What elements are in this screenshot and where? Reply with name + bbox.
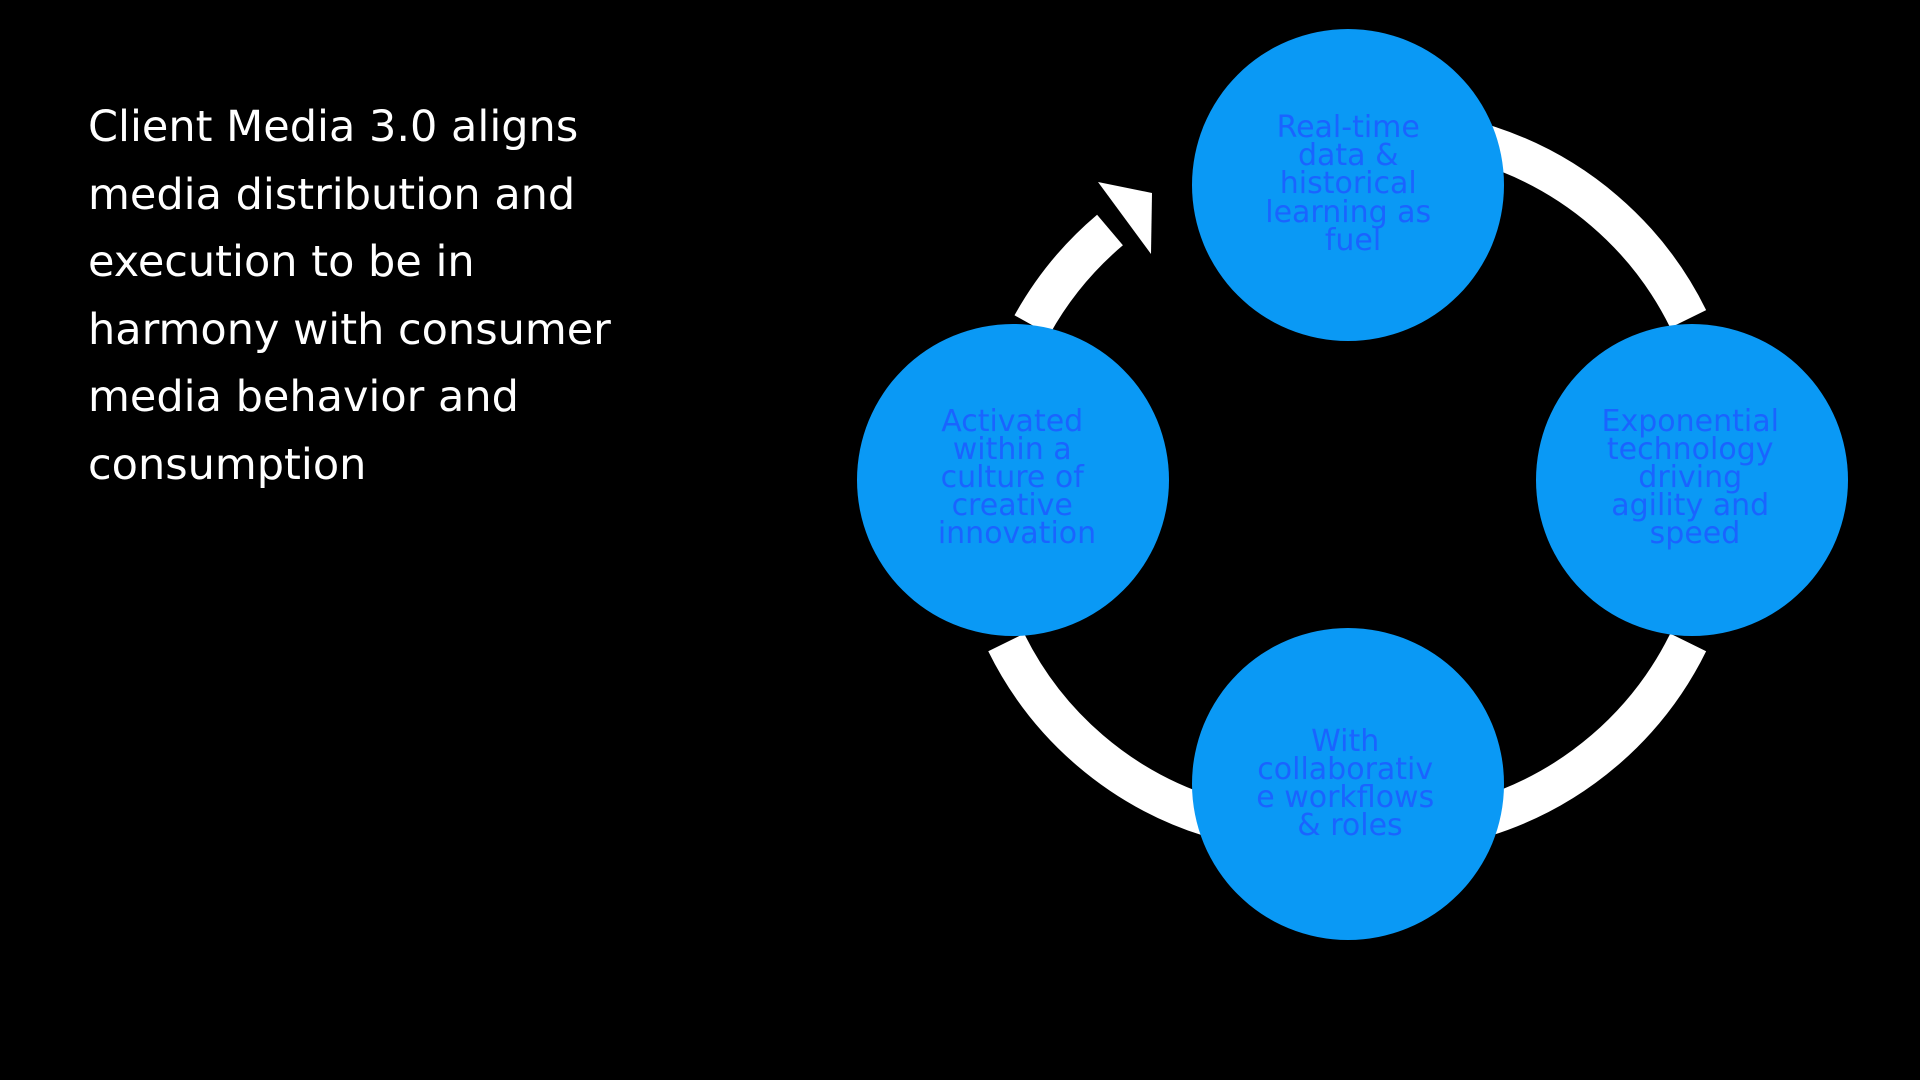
cycle-node-circle-top [1192,29,1504,341]
headline-line: harmony with consumer [88,304,611,355]
headline-line: media distribution and [88,169,576,220]
cycle-ring-arc-top-right [1478,125,1707,328]
node-label-line: Activated [941,404,1083,439]
node-label-line: & roles [1297,808,1402,843]
node-label-line: creative [952,488,1073,523]
cycle-ring-arc-left-top [1014,214,1124,335]
headline-text: Client Media 3.0 aligns media distributi… [88,94,728,499]
node-label-line: Real-time [1277,110,1420,145]
node-label-line: historical [1280,166,1417,201]
cycle-node-label-left: Activated within a culture of creative i… [938,404,1096,551]
cycle-node-label-right: Exponential technology driving agility a… [1602,404,1789,551]
headline-line: consumption [88,439,367,490]
node-label-line: driving [1638,460,1742,495]
node-label-line: agility and [1611,488,1769,523]
node-label-line: culture of [941,460,1086,495]
node-label-line: With [1311,724,1379,759]
cycle-arrowhead-icon [1098,182,1152,254]
cycle-node-label-top: Real-time data & historical learning as … [1265,110,1440,258]
node-label-line: collaborativ [1257,752,1433,787]
headline-line: execution to be in [88,237,475,287]
node-label-line: speed [1650,516,1741,551]
node-label-line: Exponential [1602,404,1779,439]
node-label-line: e workflows [1256,780,1434,815]
cycle-ring-arc-bottom-left [988,633,1216,836]
node-label-line: innovation [938,516,1096,551]
node-label-line: data & [1298,138,1399,173]
cycle-ring-arc-right-bottom [1478,633,1707,836]
node-label-line: fuel [1325,223,1381,258]
headline-line: media behavior and [88,372,519,422]
headline-line: Client Media 3.0 aligns [88,102,579,152]
cycle-node-label-bottom: With collaborativ e workflows & roles [1256,724,1444,843]
cycle-node-circle-left [857,324,1169,636]
cycle-node-circle-bottom [1192,628,1504,940]
node-label-line: learning as [1265,195,1431,230]
node-label-line: within a [953,432,1072,467]
cycle-node-circle-right [1536,324,1848,636]
